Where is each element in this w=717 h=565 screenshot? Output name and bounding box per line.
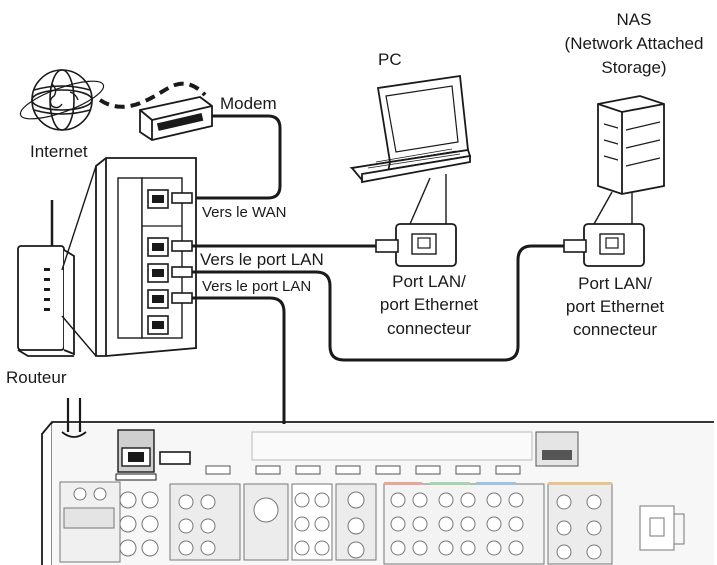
pc-port-label-line1: Port LAN/ xyxy=(392,272,466,291)
nas-callout-lines xyxy=(593,191,633,225)
receiver-rear-panel xyxy=(41,398,714,565)
modem-to-wan-cable xyxy=(192,114,282,200)
vers-wan-label: Vers le WAN xyxy=(202,204,287,221)
receiver-colored-strip xyxy=(384,482,612,485)
nas-port-plug xyxy=(563,239,587,253)
pc-callout-lines xyxy=(409,174,447,225)
nas-port-label-line3: connecteur xyxy=(572,320,658,339)
nas-lan-port-icon xyxy=(583,223,645,267)
vers-lan-label-2: Vers le port LAN xyxy=(202,278,312,295)
pc-port-plug xyxy=(375,239,399,253)
internet-globe-icon xyxy=(19,69,105,131)
receiver-connectors xyxy=(59,481,685,565)
pc-port-label-line2: port Ethernet xyxy=(379,295,479,314)
router-device-icon xyxy=(17,200,75,357)
router-to-nas-cable xyxy=(192,244,564,362)
modem-label: Modem xyxy=(220,94,277,113)
pc-label: PC xyxy=(378,50,402,69)
nas-label-line3: Storage) xyxy=(601,58,667,77)
pc-lan-port-icon xyxy=(395,223,457,267)
nas-device-icon xyxy=(597,95,665,195)
nas-label-line2: (Network Attached xyxy=(564,34,704,53)
nas-port-label-line1: Port LAN/ xyxy=(578,274,652,293)
router-port-panel xyxy=(95,157,197,357)
receiver-hdmi-row xyxy=(205,431,579,475)
modem-icon xyxy=(139,96,213,141)
vers-lan-label-1: Vers le port LAN xyxy=(200,250,324,269)
router-zoom-lines xyxy=(61,165,97,357)
internet-label: Internet xyxy=(30,142,88,161)
nas-label-line1: NAS xyxy=(616,10,652,29)
routeur-label: Routeur xyxy=(6,368,67,387)
nas-port-label-line2: port Ethernet xyxy=(565,297,665,316)
pc-laptop-icon xyxy=(349,74,472,184)
internet-modem-dashed-link xyxy=(98,81,207,109)
pc-port-label-line3: connecteur xyxy=(386,319,472,338)
